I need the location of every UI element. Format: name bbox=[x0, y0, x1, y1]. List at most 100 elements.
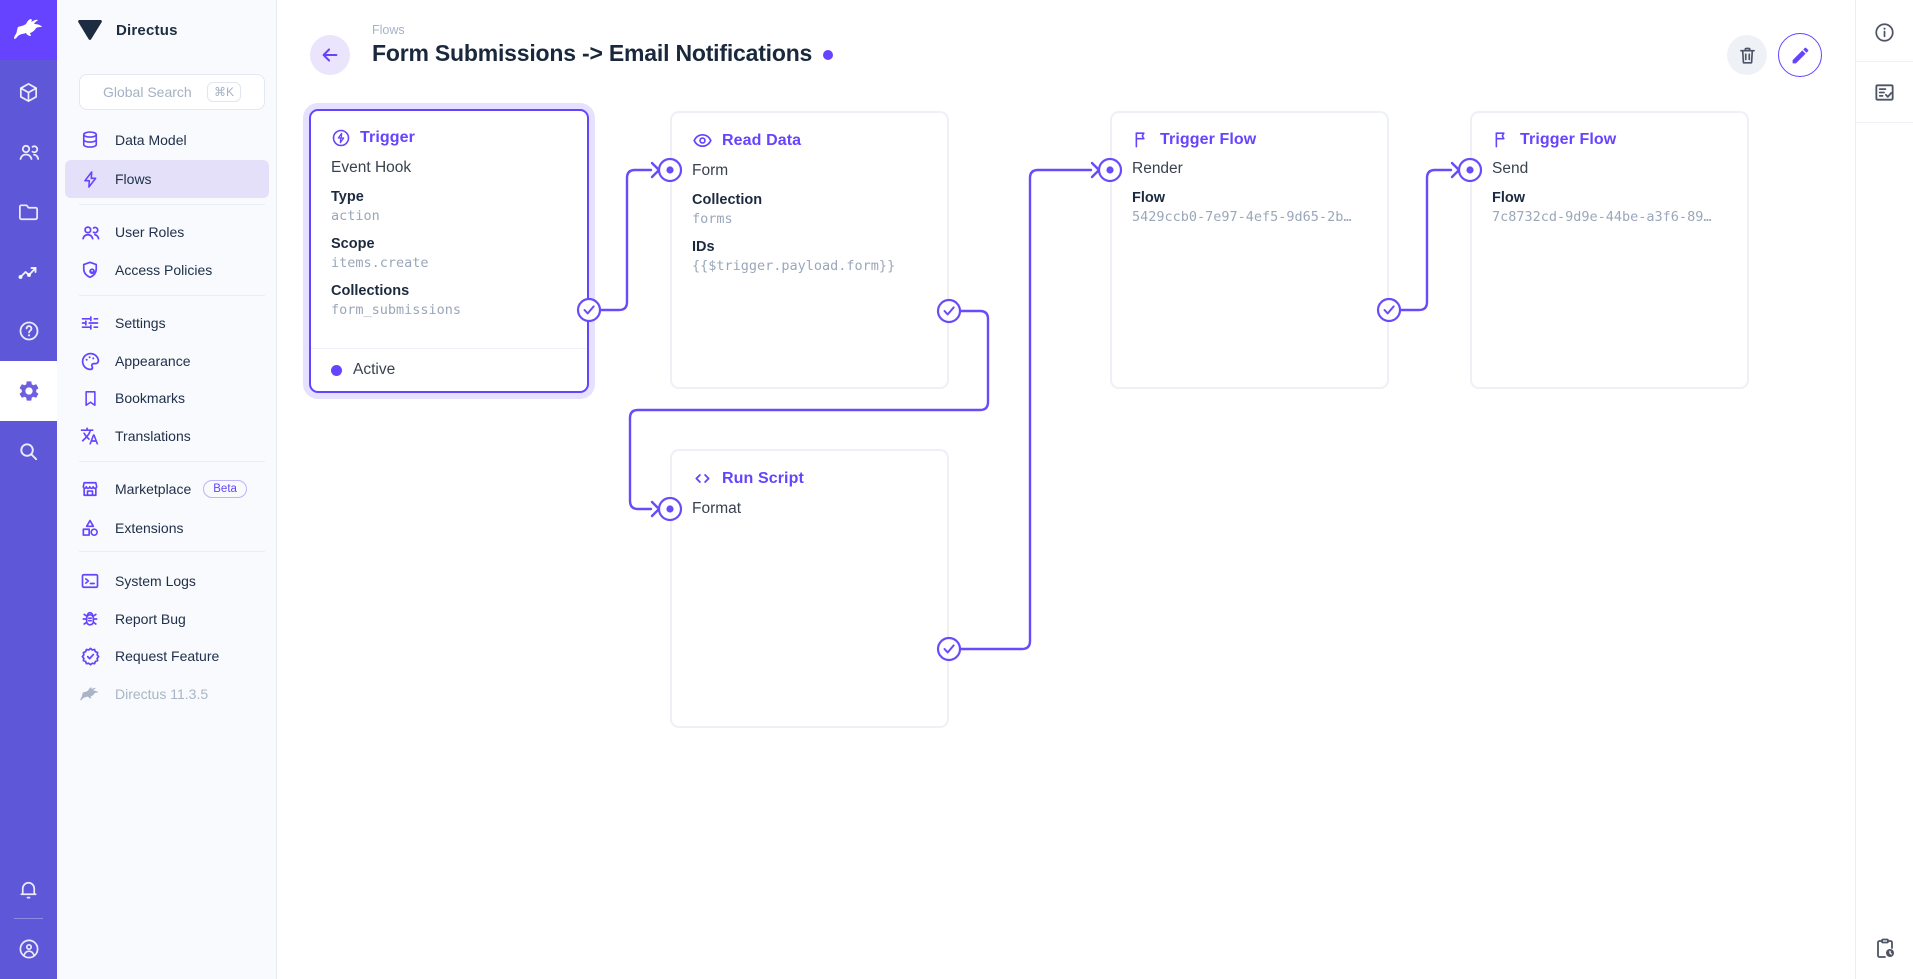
translate-icon bbox=[79, 425, 101, 447]
palette-icon bbox=[79, 350, 101, 372]
directus-rabbit-icon[interactable] bbox=[0, 0, 57, 60]
panel-title: Trigger Flow bbox=[1520, 130, 1617, 148]
field-value: form_submissions bbox=[331, 302, 462, 318]
delete-flow-button[interactable] bbox=[1727, 35, 1767, 75]
sidebar-item-label: Report Bug bbox=[115, 611, 186, 627]
module-bar-divider bbox=[14, 918, 43, 919]
unsaved-indicator-dot bbox=[823, 50, 834, 60]
sidebar-item-extensions[interactable]: Extensions bbox=[65, 509, 269, 547]
sidebar-item-marketplace[interactable]: Marketplace Beta bbox=[65, 470, 269, 508]
beta-badge: Beta bbox=[203, 480, 247, 498]
feature-badge-icon bbox=[79, 645, 101, 667]
back-button[interactable] bbox=[310, 35, 350, 75]
panel-title: Trigger Flow bbox=[1160, 130, 1257, 148]
nav-divider bbox=[79, 551, 265, 552]
sidebar-item-flows[interactable]: Flows bbox=[65, 160, 269, 198]
clipboard-history-icon[interactable] bbox=[1856, 918, 1913, 978]
field-value: 5429ccb0-7e97-4ef5-9d65-2b… bbox=[1132, 209, 1352, 225]
box-icon[interactable] bbox=[0, 62, 57, 122]
sidebar-item-label: Request Feature bbox=[115, 648, 220, 664]
sidebar-item-label: Translations bbox=[115, 428, 191, 444]
sidebar-item-system-logs[interactable]: System Logs bbox=[65, 562, 269, 600]
bell-icon[interactable] bbox=[0, 859, 57, 919]
sidebar-item-label: Access Policies bbox=[115, 262, 213, 278]
module-bar bbox=[0, 0, 57, 979]
flag-icon bbox=[1135, 132, 1145, 148]
operation-name: Form bbox=[692, 162, 729, 179]
sidebar-item-bookmarks[interactable]: Bookmarks bbox=[65, 379, 269, 417]
field-label: Collection bbox=[692, 192, 763, 208]
sidebar-item-settings[interactable]: Settings bbox=[65, 304, 269, 342]
field-label: Flow bbox=[1132, 190, 1166, 206]
sidebar-item-user-roles[interactable]: User Roles bbox=[65, 213, 269, 251]
tune-icon bbox=[79, 312, 101, 334]
sidebar-item-data-model[interactable]: Data Model bbox=[65, 121, 269, 159]
panel-title: Trigger bbox=[360, 129, 415, 146]
arrowhead-icon bbox=[1090, 161, 1101, 179]
page-title: Form Submissions -> Email Notifications bbox=[372, 40, 813, 66]
info-icon[interactable] bbox=[1856, 2, 1913, 62]
search-icon[interactable] bbox=[0, 421, 57, 481]
sidebar-item-translations[interactable]: Translations bbox=[65, 417, 269, 455]
logs-list-icon[interactable] bbox=[1856, 62, 1913, 122]
nav-divider bbox=[79, 295, 265, 296]
folder-icon[interactable] bbox=[0, 182, 57, 242]
sidebar-item-appearance[interactable]: Appearance bbox=[65, 342, 269, 380]
sidebar-item-label: Bookmarks bbox=[115, 390, 186, 406]
sidebar-item-label: Appearance bbox=[115, 353, 191, 369]
flow-panel-trigger-flow-render[interactable]: Trigger Flow Render Flow 5429ccb0-7e97-4e… bbox=[1110, 111, 1389, 389]
field-label: Collections bbox=[331, 283, 410, 299]
project-header[interactable]: Directus bbox=[57, 14, 276, 46]
pencil-icon bbox=[1792, 47, 1808, 63]
right-sidebar bbox=[1855, 0, 1913, 979]
version-label: Directus 11.3.5 bbox=[115, 686, 209, 702]
operation-name: Render bbox=[1132, 160, 1183, 177]
sidebar-item-label: System Logs bbox=[115, 573, 196, 589]
sidebar-item-access-policies[interactable]: Access Policies bbox=[65, 251, 269, 289]
sidebar-item-request-feature[interactable]: Request Feature bbox=[65, 637, 269, 675]
breadcrumb[interactable]: Flows bbox=[372, 23, 405, 37]
field-label: Flow bbox=[1492, 190, 1526, 206]
edit-flow-button[interactable] bbox=[1778, 33, 1822, 77]
shield-policy-icon bbox=[79, 259, 101, 281]
trash-icon bbox=[1739, 47, 1755, 64]
nav-divider bbox=[79, 204, 265, 205]
trigger-status: Active bbox=[311, 348, 587, 391]
global-search[interactable]: ⌘K bbox=[79, 74, 265, 110]
nav-sidebar: Directus ⌘K Data Model Flows User Roles … bbox=[57, 0, 277, 979]
insights-icon[interactable] bbox=[0, 242, 57, 302]
operation-name: Send bbox=[1492, 160, 1529, 177]
main-content: Flows Form Submissions -> Email Notifica… bbox=[277, 0, 1855, 979]
panel-title: Read Data bbox=[722, 131, 802, 149]
sidebar-item-label: User Roles bbox=[115, 224, 185, 240]
account-icon[interactable] bbox=[0, 919, 57, 979]
users-icon[interactable] bbox=[0, 122, 57, 182]
arrowhead-icon bbox=[650, 161, 661, 179]
arrowhead-icon bbox=[1450, 161, 1461, 179]
operation-name: Format bbox=[692, 500, 742, 517]
help-icon[interactable] bbox=[0, 301, 57, 361]
sidebar-item-report-bug[interactable]: Report Bug bbox=[65, 600, 269, 638]
field-value: items.create bbox=[331, 255, 429, 271]
wire-run-script-to-render bbox=[947, 168, 1093, 651]
flow-panel-run-script[interactable]: Run Script Format bbox=[670, 449, 949, 728]
wire-trigger-to-read-data bbox=[587, 168, 653, 312]
settings-icon[interactable] bbox=[0, 361, 57, 421]
field-value: action bbox=[331, 208, 380, 224]
sidebar-divider bbox=[1856, 61, 1913, 62]
flow-panel-trigger-flow-send[interactable]: Trigger Flow Send Flow 7c8732cd-9d9e-44be… bbox=[1470, 111, 1749, 389]
database-icon bbox=[79, 129, 101, 151]
field-value: 7c8732cd-9d9e-44be-a3f6-89… bbox=[1492, 209, 1712, 225]
project-name: Directus bbox=[116, 21, 178, 39]
status-label: Active bbox=[353, 361, 396, 378]
field-label: Scope bbox=[331, 236, 375, 252]
eye-icon bbox=[693, 133, 712, 148]
sidebar-item-label: Data Model bbox=[115, 132, 187, 148]
flag-icon bbox=[1495, 132, 1505, 148]
bookmark-icon bbox=[79, 387, 101, 409]
bolt-icon bbox=[79, 168, 101, 190]
global-search-input[interactable] bbox=[102, 84, 199, 100]
bolt-circle-icon bbox=[332, 129, 350, 147]
